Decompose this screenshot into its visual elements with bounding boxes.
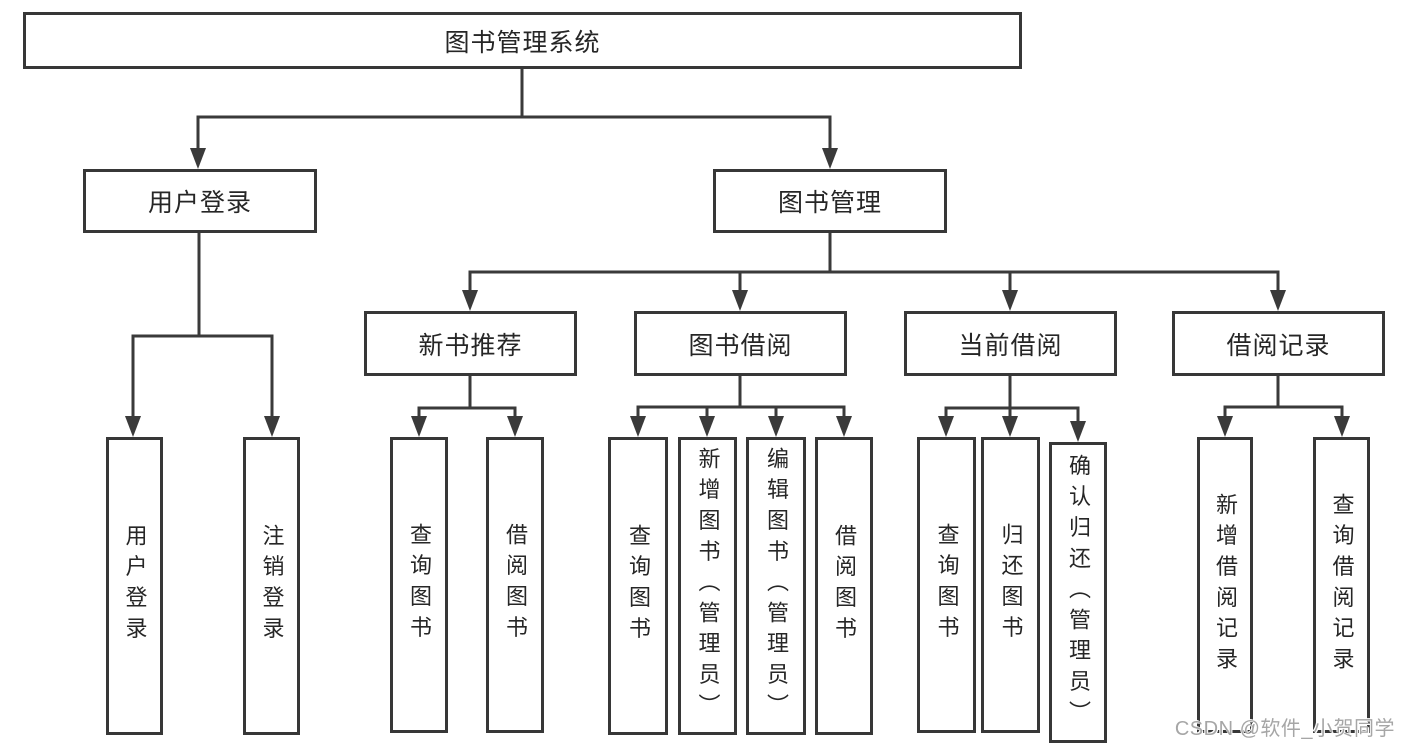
edge-record-to-children: [1217, 376, 1350, 437]
edge-mgmt-to-level3: [462, 233, 1286, 311]
arrowhead: [462, 290, 478, 311]
node-borrowing-records: 借阅记录: [1172, 311, 1385, 376]
node-br-add-record: 新增借阅记录: [1197, 437, 1253, 733]
arrowhead: [822, 148, 838, 169]
node-rec-query-books: 查询图书: [390, 437, 448, 733]
node-user-login-branch: 用户登录: [83, 169, 317, 233]
arrowhead: [125, 416, 141, 437]
arrowhead: [768, 416, 784, 437]
node-user-login: 用户登录: [106, 437, 163, 735]
node-book-borrowing: 图书借阅: [634, 311, 847, 376]
node-root: 图书管理系统: [23, 12, 1022, 69]
edge-rec-to-children: [411, 376, 523, 437]
arrowhead: [1270, 290, 1286, 311]
node-cb-return-books: 归还图书: [981, 437, 1040, 733]
node-book-management: 图书管理: [713, 169, 947, 233]
arrowhead: [836, 416, 852, 437]
arrowhead: [190, 148, 206, 169]
node-new-book-recommend: 新书推荐: [364, 311, 577, 376]
node-cb-confirm-return-admin: 确认归还（管理员）: [1049, 442, 1107, 743]
node-bb-borrow-books: 借阅图书: [815, 437, 873, 735]
node-bb-edit-books-admin: 编辑图书（管理员）: [746, 437, 806, 735]
arrowhead: [699, 416, 715, 437]
arrowhead: [1217, 416, 1233, 437]
node-cb-query-books: 查询图书: [917, 437, 976, 733]
arrowhead: [1070, 421, 1086, 442]
arrowhead: [732, 290, 748, 311]
edge-login-to-children: [125, 233, 280, 437]
edge-root-to-level2: [190, 68, 838, 169]
arrowhead: [264, 416, 280, 437]
arrowhead: [507, 416, 523, 437]
node-bb-add-books-admin: 新增图书（管理员）: [678, 437, 737, 735]
arrowhead: [630, 416, 646, 437]
csdn-watermark: CSDN @软件_小贺同学: [1174, 718, 1395, 740]
node-rec-borrow-books: 借阅图书: [486, 437, 544, 733]
edge-borrow-to-children: [630, 376, 852, 437]
arrowhead: [1002, 290, 1018, 311]
arrowhead: [1334, 416, 1350, 437]
node-current-borrowing: 当前借阅: [904, 311, 1117, 376]
node-logout: 注销登录: [243, 437, 300, 735]
arrowhead: [938, 416, 954, 437]
arrowhead: [411, 416, 427, 437]
node-br-query-record: 查询借阅记录: [1313, 437, 1370, 733]
arrowhead: [1002, 416, 1018, 437]
node-bb-query-books: 查询图书: [608, 437, 668, 735]
edge-current-to-children: [938, 376, 1086, 442]
